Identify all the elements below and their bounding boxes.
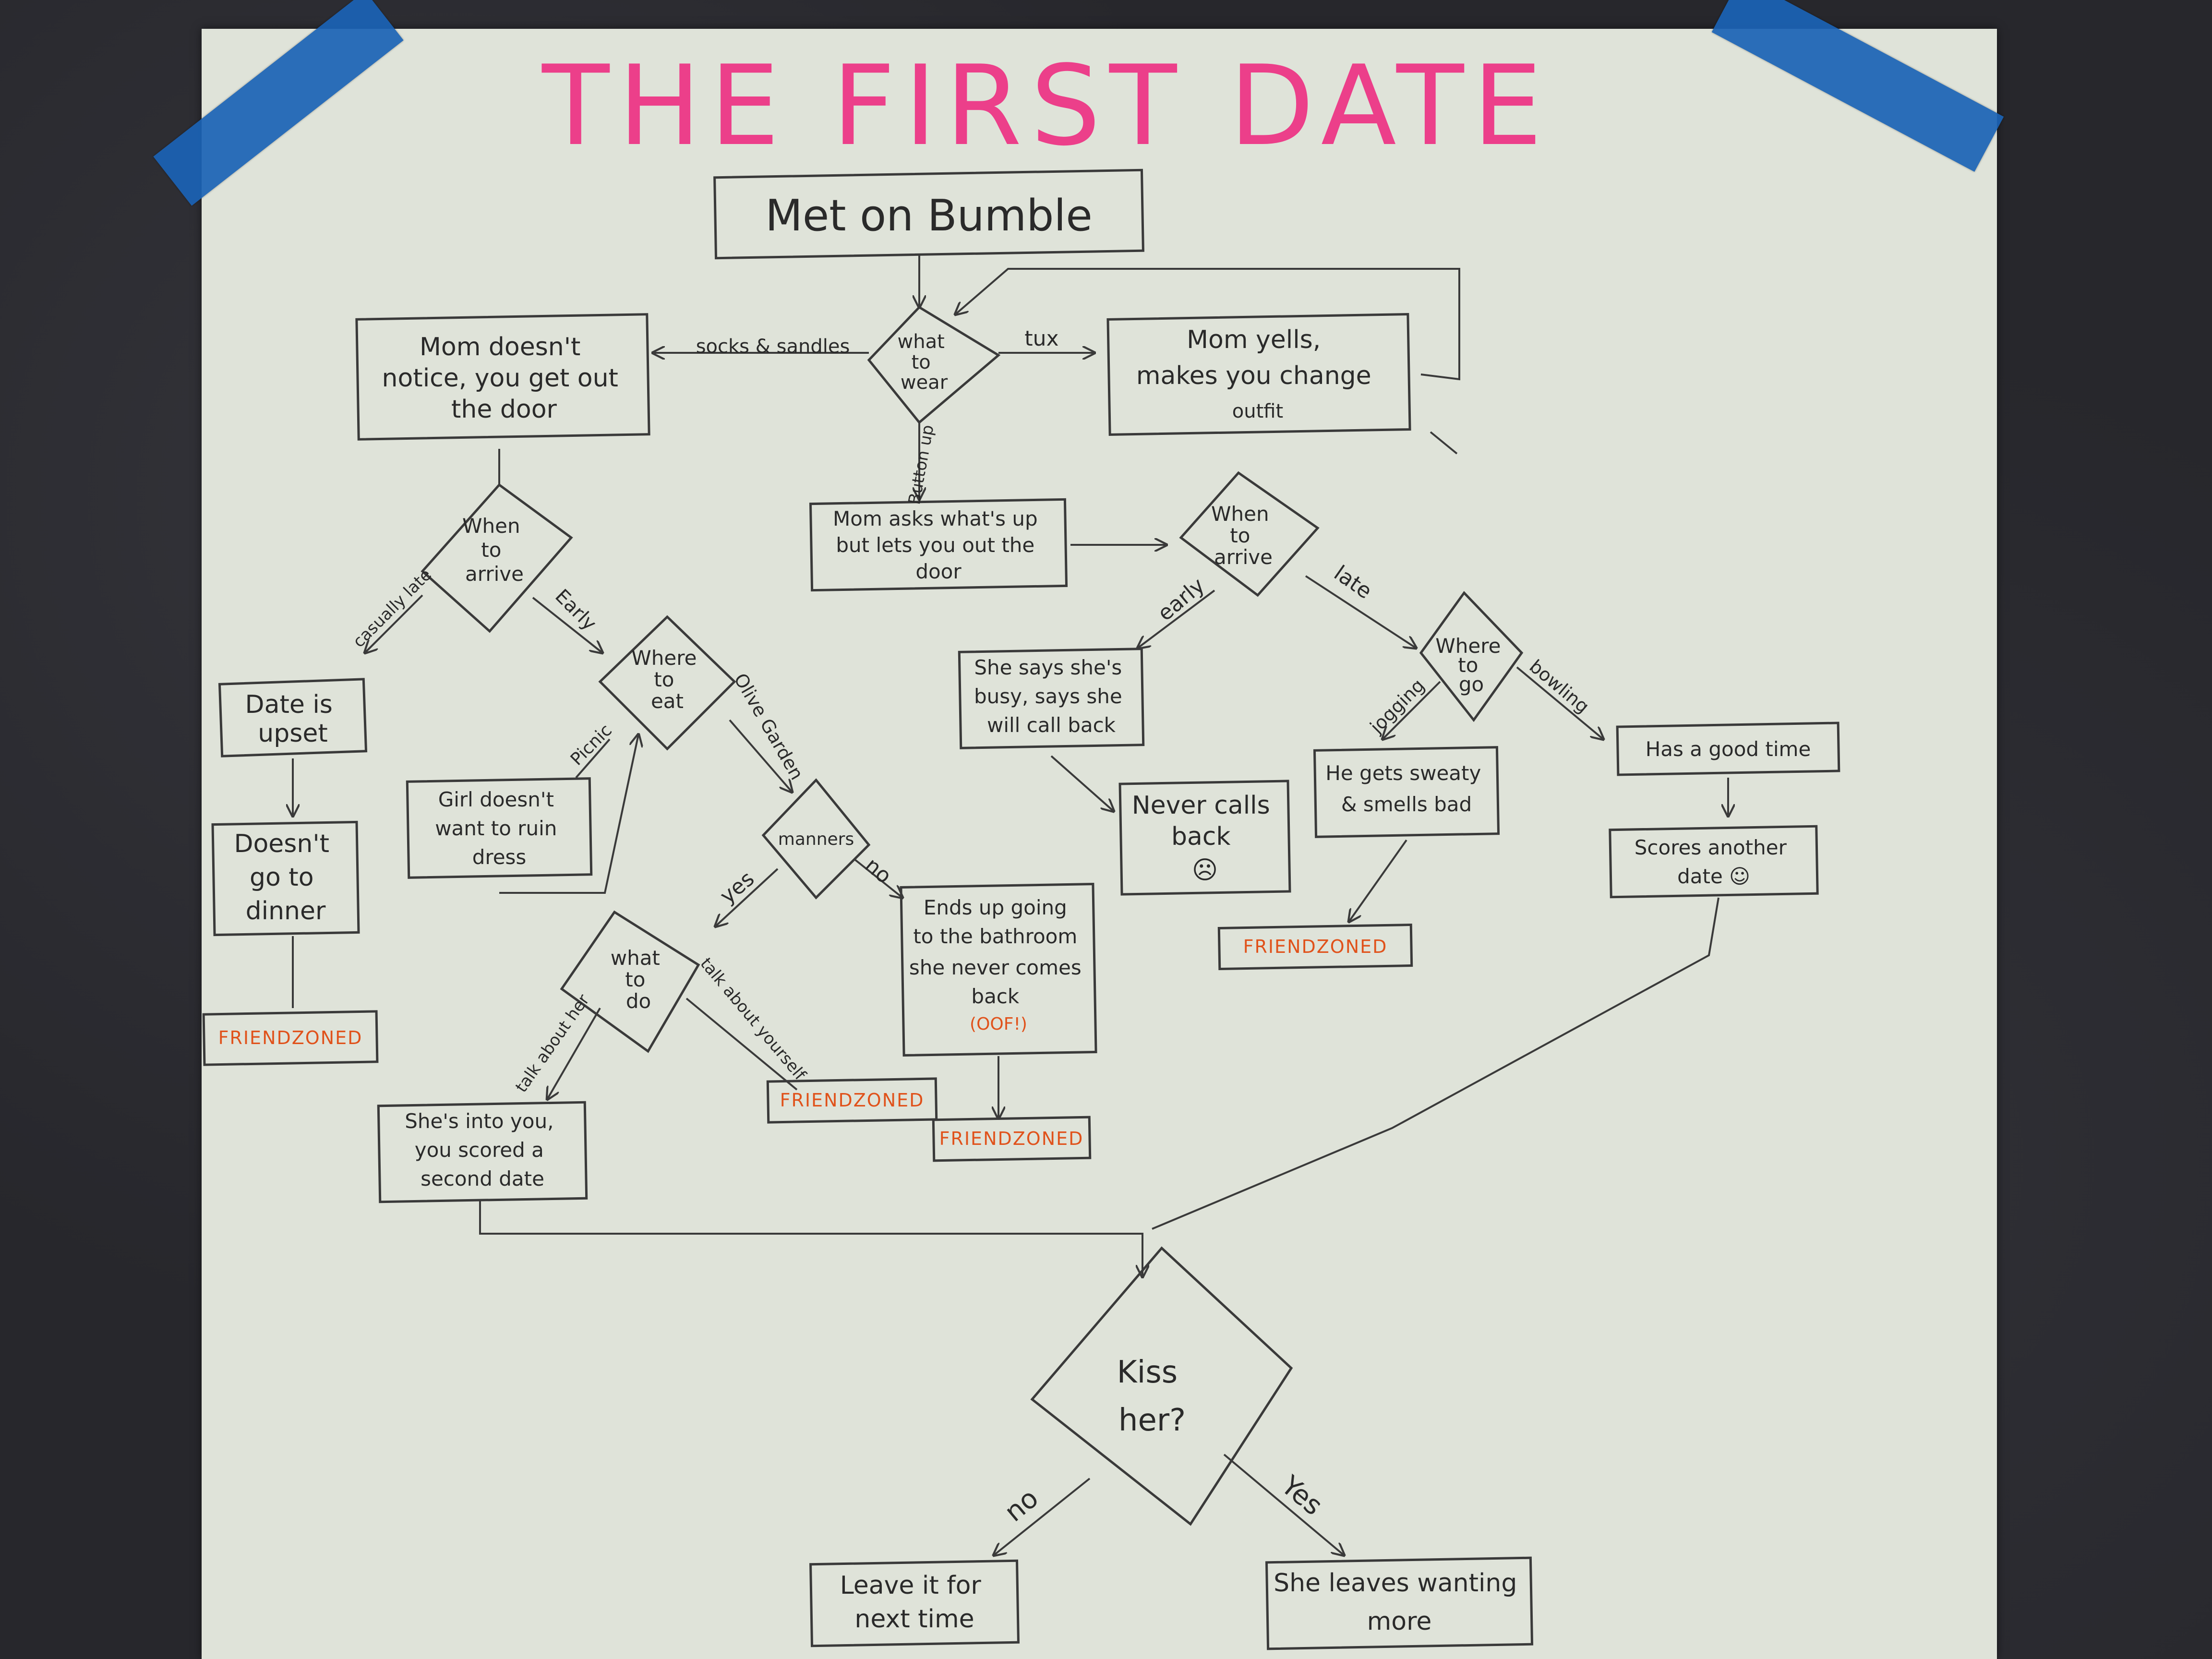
page-title: THE FIRST DATE — [541, 42, 1551, 170]
friendzoned-1: FRIENDZONED — [218, 1027, 363, 1048]
node-dress-box — [406, 777, 593, 879]
diamond-go — [1419, 591, 1524, 722]
shapes — [202, 168, 1840, 1650]
node-eat-label: Where to eat — [631, 646, 703, 713]
node-wear-label: what to wear — [898, 331, 951, 394]
edge-kiss-yes — [1223, 1454, 1344, 1555]
diamond-eat — [598, 615, 736, 751]
edge-eat-olive — [729, 719, 792, 792]
edge-label-yes-manners: yes — [715, 866, 759, 909]
node-momasks-box — [809, 498, 1068, 592]
diamond-arrive-left — [421, 483, 573, 633]
edge-do-yourself — [685, 998, 798, 1091]
node-notice-label: Mom doesn't notice, you get out the door — [382, 333, 626, 424]
edge-label-late-right: late — [1329, 561, 1376, 604]
node-doesnt-label: Doesn't go to dinner — [234, 830, 337, 926]
node-arrive-right-label: When to arrive — [1211, 502, 1275, 569]
edge-yells-loop — [955, 268, 1460, 381]
edge-label-casually-late: casually late — [349, 565, 435, 651]
edge-yells-out — [1430, 431, 1458, 455]
edge-manners-yes — [715, 868, 779, 926]
edge-label-button: Button up — [905, 423, 938, 506]
node-busy-box — [958, 648, 1145, 749]
fz-box-2 — [766, 1077, 938, 1124]
diamond-wear — [867, 305, 1001, 424]
node-bath-label: Ends up going to the bathroom she never … — [909, 896, 1088, 1034]
edge-label-talk-her: talk about her — [512, 991, 593, 1096]
diamond-kiss — [1030, 1246, 1293, 1526]
edge-label-picnic: Picnic — [567, 721, 616, 769]
node-arrive-left-label: When to arrive — [462, 514, 527, 586]
diamond-do — [560, 910, 700, 1053]
edge-label-yes-kiss: Yes — [1275, 1469, 1329, 1522]
friendzoned-2: FRIENDZONED — [780, 1090, 925, 1111]
node-kiss-label: Kiss her? — [1117, 1355, 1188, 1438]
edge-label-tux: tux — [1024, 326, 1058, 351]
node-leave-box — [809, 1559, 1020, 1647]
fz-box-4 — [1217, 923, 1413, 971]
node-wanting-label: She leaves wanting more — [1274, 1569, 1525, 1636]
node-momasks-label: Mom asks what's up but lets you out the … — [833, 507, 1044, 583]
diamond-arrive-right — [1179, 471, 1320, 597]
edge-into-kiss — [479, 1200, 1142, 1277]
fz-box-3 — [932, 1116, 1092, 1162]
edge-manners-no — [854, 858, 902, 898]
edge-scores-kiss — [1152, 897, 1719, 1230]
node-into-box — [377, 1101, 588, 1203]
connectors — [293, 254, 1728, 1555]
node-yells-box — [1106, 313, 1411, 436]
node-manners-label: manners — [778, 830, 854, 849]
edge-busy-never — [1050, 755, 1114, 811]
node-upset-label: Date is upset — [245, 690, 341, 748]
node-bath-box — [900, 882, 1097, 1057]
node-go-label: Where to go — [1435, 634, 1507, 696]
node-wanting-box — [1265, 1556, 1534, 1650]
node-good-box — [1616, 721, 1840, 776]
edge-label-jogging: jogging — [1366, 674, 1429, 737]
node-never-box — [1118, 780, 1291, 896]
edge-right-early — [1138, 589, 1215, 648]
node-yells-label: Mom yells, makes you change outfit — [1136, 325, 1379, 422]
node-scores-label: Scores another date ☺ — [1635, 836, 1793, 888]
node-sweaty-box — [1313, 746, 1500, 838]
edge-left-early — [532, 597, 602, 653]
edge-go-bowl — [1516, 666, 1603, 739]
node-sweaty-label: He gets sweaty & smells bad — [1325, 761, 1487, 816]
node-never-label: Never calls back ☹ — [1132, 791, 1278, 885]
node-good-label: Has a good time — [1646, 737, 1811, 761]
friendzoned-3: FRIENDZONED — [939, 1128, 1084, 1149]
fz-box-1 — [202, 1010, 379, 1066]
edge-label-early-left: Early — [551, 585, 601, 635]
edge-dress-loop — [499, 734, 638, 894]
edge-right-late — [1305, 575, 1416, 648]
edge-kiss-no — [994, 1478, 1091, 1555]
friendzoned-4: FRIENDZONED — [1243, 936, 1388, 957]
edge-sweaty-fz — [1349, 839, 1407, 922]
node-start-box — [713, 168, 1144, 260]
edge-label-socks: socks & sandles — [696, 336, 850, 358]
node-leave-label: Leave it for next time — [840, 1571, 989, 1634]
node-busy-label: She says she's busy, says she will call … — [974, 656, 1129, 737]
node-dress-label: Girl doesn't want to ruin dress — [435, 788, 564, 869]
node-notice-box — [355, 313, 650, 441]
node-do-label: what to do — [611, 946, 667, 1013]
node-into-label: She's into you, you scored a second date — [405, 1109, 560, 1190]
node-upset-box — [218, 678, 368, 757]
edge-label-no-manners: no — [860, 853, 896, 889]
edge-eat-picnic — [575, 738, 611, 779]
node-start-label: Met on Bumble — [765, 191, 1093, 241]
edge-label-bowling: bowling — [1526, 656, 1593, 718]
node-scores-box — [1609, 825, 1819, 899]
diamond-manners — [761, 778, 871, 900]
edge-label-talk-yourself: talk about yourself — [696, 954, 810, 1084]
node-doesnt-box — [211, 820, 360, 937]
edge-left-late — [365, 594, 423, 653]
edge-do-her — [547, 1007, 601, 1099]
edge-go-jog — [1382, 681, 1441, 739]
poster-paper — [202, 29, 1997, 1659]
